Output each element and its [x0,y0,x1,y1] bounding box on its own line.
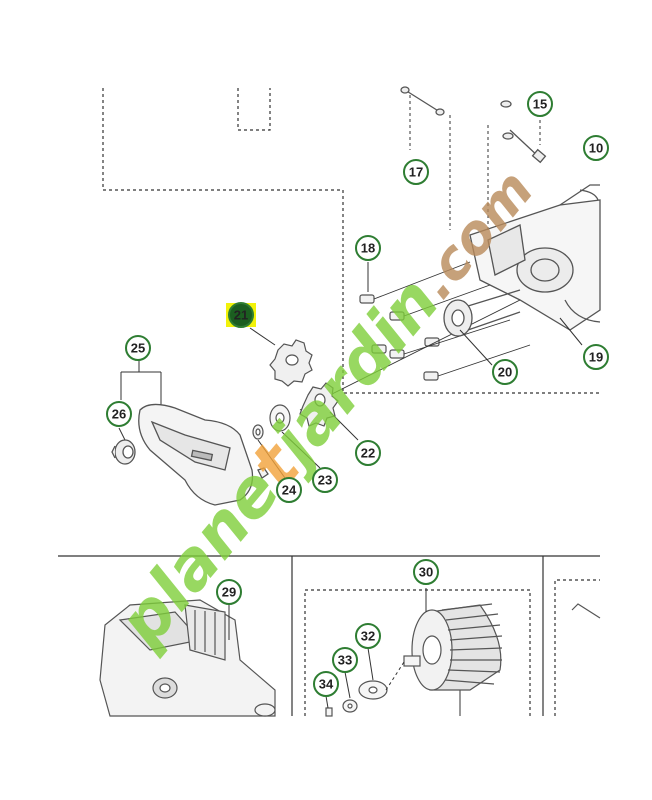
callout-label: 15 [533,97,547,112]
cover-25 [138,403,269,506]
callout-label: 18 [361,241,375,256]
callout-34: 34 [313,671,339,697]
shaft-20 [443,289,521,337]
washer-24 [252,424,264,440]
engine-29 [99,599,276,717]
lower-right-fragment [571,603,601,619]
callout-circle [276,477,302,503]
callout-24: 24 [276,477,302,503]
lower-leaders [228,588,427,709]
callout-20: 20 [492,359,518,385]
callout-label: 17 [409,165,423,180]
callout-circle [312,467,338,493]
washer-23 [269,404,291,432]
section-frames [58,88,600,716]
callout-label: 32 [361,629,375,644]
callout-label: 26 [112,407,126,422]
callout-30: 30 [413,559,439,585]
gearbox-housing [469,184,601,331]
callout-group: 10 15 17 18 19 20 21 22 23 24 25 26 29 30 32 33 34 [106,91,609,697]
callout-18: 18 [355,235,381,261]
callout-label: 23 [318,473,332,488]
pin-17 [400,86,445,116]
callout-circle [216,579,242,605]
callout-label: 21 [234,308,248,323]
callout-21: 21 [226,302,256,328]
screw-15 [500,100,547,164]
callout-17: 17 [403,159,429,185]
callout-23: 23 [312,467,338,493]
callout-19: 19 [583,344,609,370]
part-34 [325,707,333,717]
callout-26: 26 [106,401,132,427]
callout-label: 25 [131,341,145,356]
callout-circle [355,623,381,649]
callout-label: 24 [282,483,297,498]
callout-label: 34 [319,677,334,692]
callout-circle [106,401,132,427]
callout-leaders [118,262,583,479]
callout-circle [332,647,358,673]
callout-circle [125,335,151,361]
hub-26 [111,439,136,465]
callout-label: 30 [419,565,433,580]
callout-label: 10 [589,141,603,156]
callout-32: 32 [355,623,381,649]
callout-label: 19 [589,350,603,365]
screw-axes [299,261,531,411]
callout-22: 22 [355,440,381,466]
callout-10: 10 [583,135,609,161]
dashed-leaders-top [409,95,541,230]
callout-circle [313,671,339,697]
callout-circle [583,344,609,370]
callout-circle [228,302,254,328]
callout-label: 33 [338,653,352,668]
callout-circle [492,359,518,385]
callout-circle [583,135,609,161]
callout-29: 29 [216,579,242,605]
sprocket-22 [299,382,339,427]
callout-circle [527,91,553,117]
callout-circle [413,559,439,585]
callout-label: 29 [222,585,236,600]
washer-32 [358,680,388,700]
gear-21 [269,339,313,387]
callout-label: 20 [498,365,512,380]
callout-label: 22 [361,446,375,461]
washer-33 [342,699,358,713]
motor-30 [403,603,503,716]
callout-circle [403,159,429,185]
callout-15: 15 [527,91,553,117]
callout-25: 25 [125,335,151,361]
callout-circle [355,235,381,261]
callout-33: 33 [332,647,358,673]
callout-circle [355,440,381,466]
